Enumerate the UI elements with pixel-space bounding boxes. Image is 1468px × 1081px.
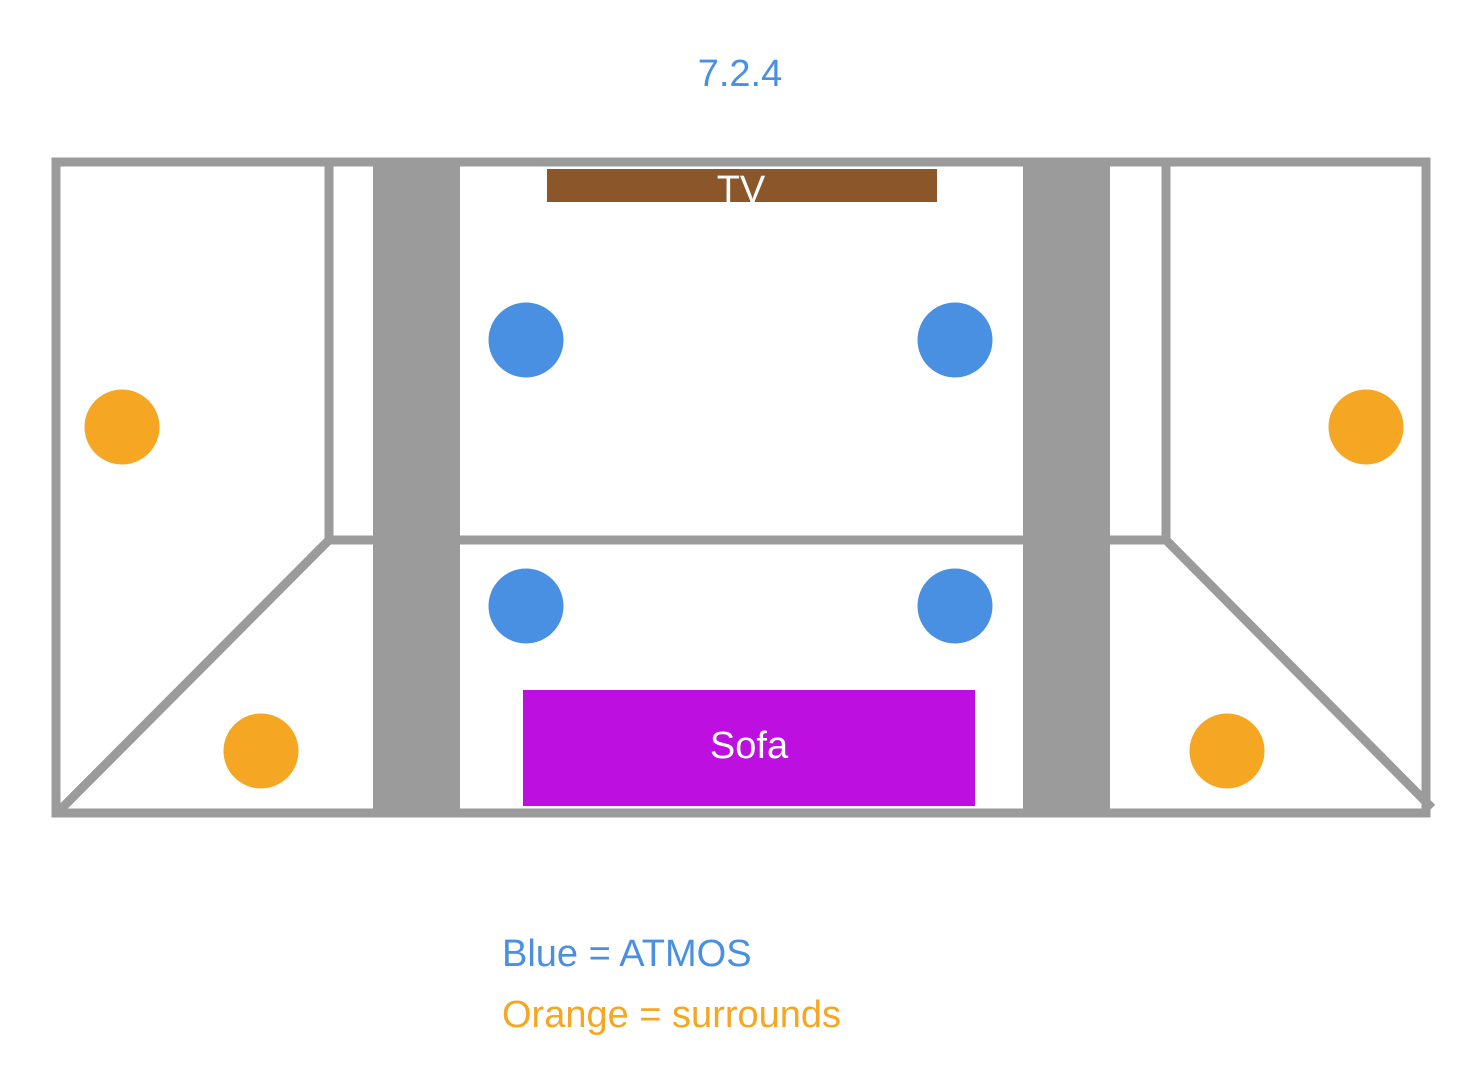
legend-atmos: Blue = ATMOS — [502, 933, 752, 975]
surround-speaker-rear-right — [1189, 713, 1265, 789]
diagram-title: 7.2.4 — [698, 53, 783, 95]
surround-speaker-rear-left — [223, 713, 299, 789]
atmos-speaker-rear-right — [917, 568, 993, 644]
legend: Blue = ATMOS Orange = surrounds — [502, 933, 841, 1036]
right-column — [1023, 162, 1110, 817]
sofa-shape — [523, 690, 975, 806]
tv: TV — [547, 169, 937, 211]
tv-label: TV — [717, 169, 766, 211]
sofa-label: Sofa — [710, 725, 789, 767]
legend-surrounds: Orange = surrounds — [502, 994, 841, 1036]
room-outline — [51, 157, 1431, 818]
atmos-speaker-front-left — [488, 302, 564, 378]
surround-speaker-side-right — [1328, 389, 1404, 465]
surround-speaker-side-left — [84, 389, 160, 465]
sofa: Sofa — [523, 690, 975, 806]
left-column — [373, 162, 460, 817]
tv-shape — [547, 169, 937, 202]
left-floor-diagonal — [56, 536, 333, 814]
atmos-speaker-rear-left — [488, 568, 564, 644]
atmos-speaker-front-right — [917, 302, 993, 378]
right-floor-diagonal — [1162, 536, 1436, 812]
